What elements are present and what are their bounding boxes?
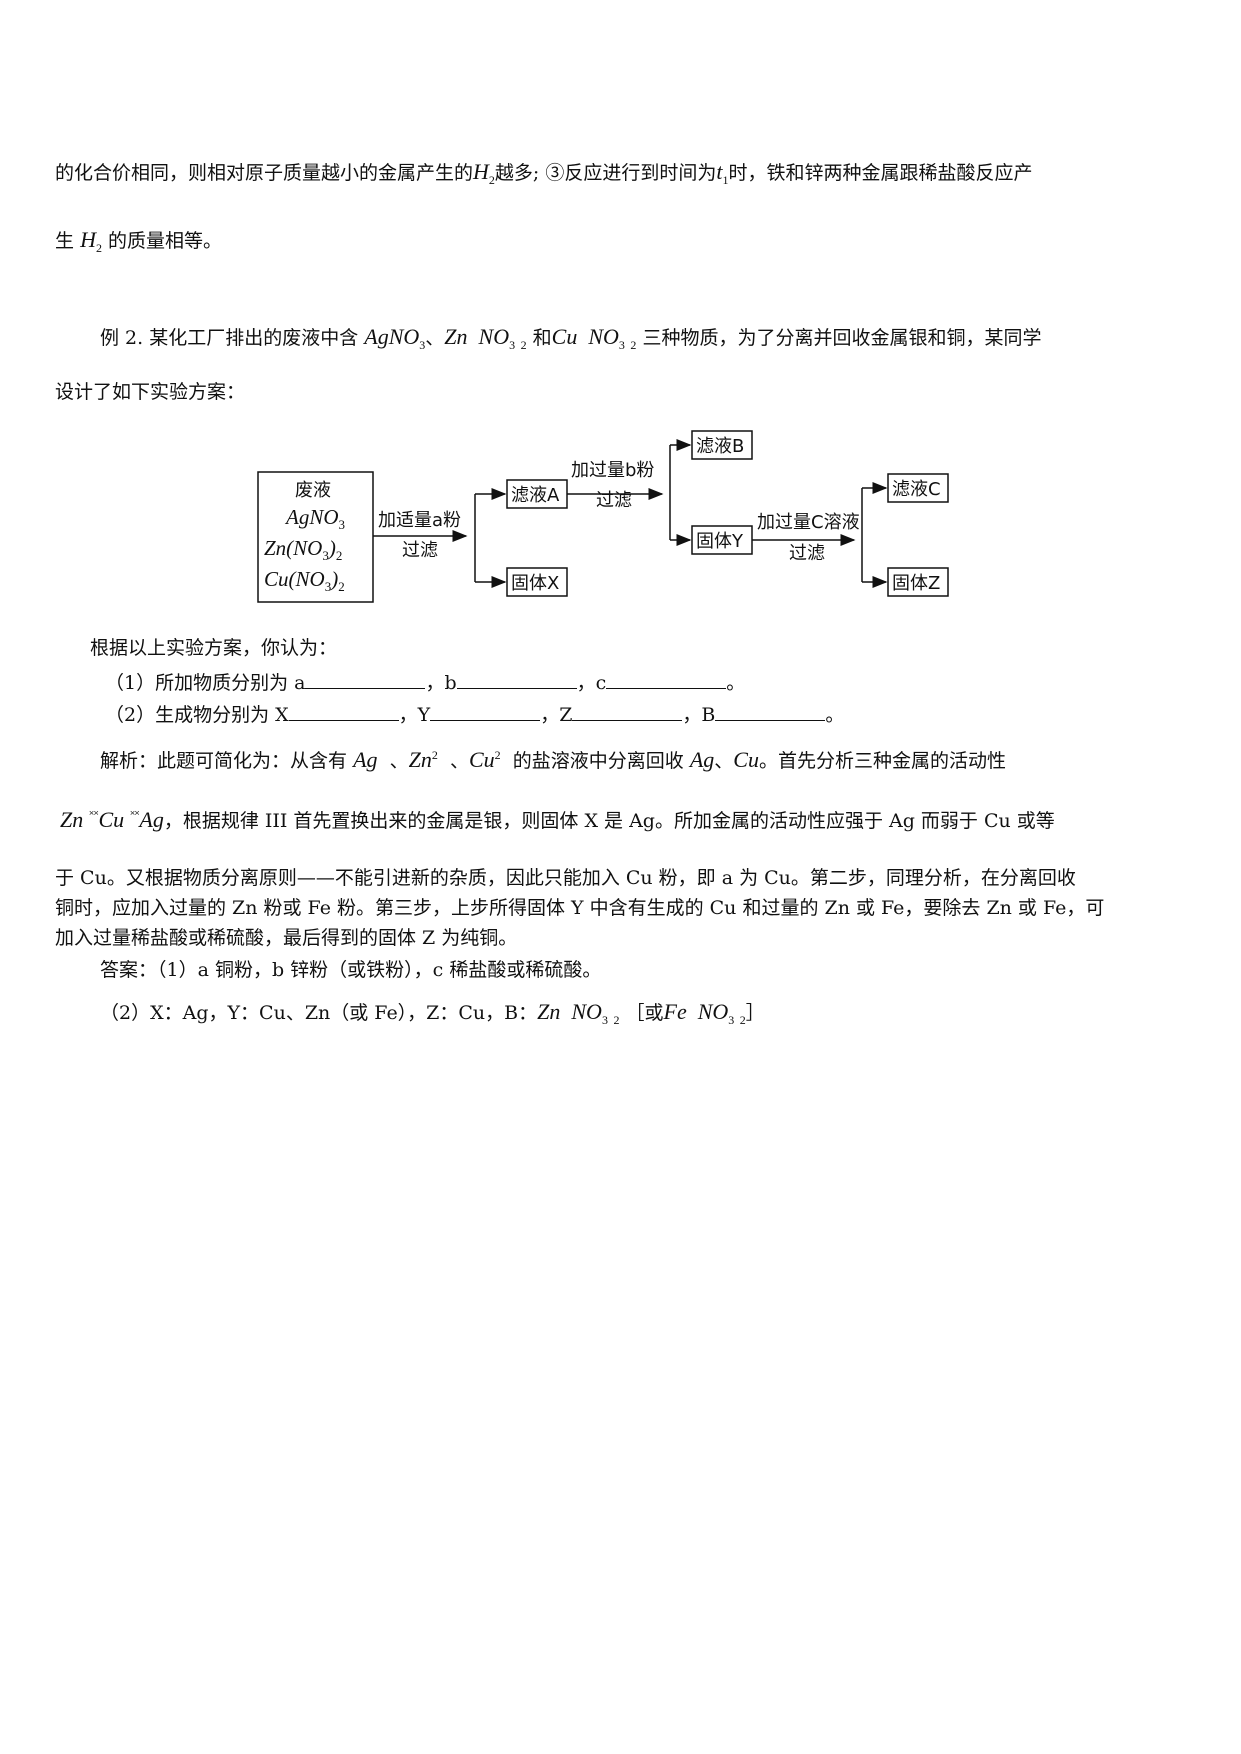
arrow3-bottom-label: 过滤 xyxy=(789,543,825,564)
text: 、 xyxy=(449,750,469,772)
text: 的质量相等。 xyxy=(108,230,223,252)
formula-zn-no3-2: Zn NO3 2 xyxy=(444,324,527,353)
symbol-ag: Ag xyxy=(353,747,378,772)
waste-label: 废液 xyxy=(295,480,331,501)
symbol-ag: Ag xyxy=(689,747,715,772)
text: ，Z xyxy=(540,704,573,726)
text: （2）X：Ag，Y：Cu、Zn（或 Fe），Z：Cu，B： xyxy=(100,1002,538,1024)
var-t1: t1 xyxy=(716,159,729,188)
text: ［或 xyxy=(625,1002,664,1024)
arrow2-top-label: 加过量b粉 xyxy=(571,460,654,481)
waste-formula-zn: Zn(NO3)2 xyxy=(264,536,342,563)
text: 解析：此题可简化为：从含有 xyxy=(100,750,348,772)
waste-formula-cu: Cu(NO3)2 xyxy=(264,567,345,594)
text: ，B xyxy=(682,704,716,726)
text: 和 xyxy=(532,327,552,349)
arrow3-top-label: 加过量C溶液 xyxy=(757,512,860,533)
answer-line2: （2）X：Ag，Y：Cu、Zn（或 Fe），Z：Cu，B：Zn NO3 2 ［或… xyxy=(100,999,765,1028)
waste-box xyxy=(257,471,374,603)
text: ］ xyxy=(745,1002,765,1024)
formula-h2: H2 xyxy=(473,159,495,188)
answer-blank-x[interactable] xyxy=(288,702,399,721)
text: ，b xyxy=(425,672,457,694)
answer-blank-b[interactable] xyxy=(456,670,577,689)
question-2: （2）生成物分别为 X ，Y ，Z ，B 。 xyxy=(105,702,844,727)
analysis-line4: 铜时，应加入过量的 Zn 粉或 Fe 粉。第三步，上步所得固体 Y 中含有生成的… xyxy=(55,897,1105,919)
para1-line2: 生 H2 的质量相等。 xyxy=(55,227,223,256)
answer-blank-z[interactable] xyxy=(572,702,683,721)
arrow1-bottom-label: 过滤 xyxy=(402,540,438,561)
text: 、 xyxy=(425,327,445,349)
text: ，c xyxy=(576,672,607,694)
solid-x-label: 固体X xyxy=(511,573,559,594)
text: 的化合价相同，则相对原子质量越小的金属产生的 xyxy=(55,162,474,184)
filtrate-a-label: 滤液A xyxy=(511,485,560,506)
example-line2: 设计了如下实验方案： xyxy=(55,381,246,403)
analysis-line5: 加入过量稀盐酸或稀硫酸，最后得到的固体 Z 为纯铜。 xyxy=(55,927,518,949)
arrow2-bottom-label: 过滤 xyxy=(596,490,632,511)
symbol-cu: Cu xyxy=(98,807,125,832)
solid-x-box xyxy=(506,567,568,597)
solid-y-label: 固体Y xyxy=(696,531,744,552)
filtrate-b-label: 滤液B xyxy=(696,436,744,457)
analysis-line1: 解析：此题可简化为：从含有 Ag 、Zn2 、Cu2 的盐溶液中分离回收 Ag、… xyxy=(100,748,1006,775)
text: （2）生成物分别为 X xyxy=(105,704,289,726)
answer-blank-c[interactable] xyxy=(606,670,727,689)
answer-blank-a[interactable] xyxy=(305,670,426,689)
para1-line1: 的化合价相同，则相对原子质量越小的金属产生的H2越多; ③反应进行到时间为t1时… xyxy=(55,159,1033,188)
solid-z-label: 固体Z xyxy=(892,573,940,594)
ion-zn: Zn2 xyxy=(408,747,438,772)
filtrate-c-box xyxy=(887,473,949,503)
analysis-line2: Zn ˟˟Cu ˟˟Ag，根据规律 III 首先置换出来的金属是银，则固体 X … xyxy=(60,808,1055,835)
text: 。首先分析三种金属的活动性 xyxy=(758,750,1006,772)
waste-formula-agno3: AgNO3 xyxy=(284,505,345,532)
question-intro: 根据以上实验方案，你认为： xyxy=(90,637,338,659)
formula-zn-no3-2: Zn NO3 2 xyxy=(537,999,620,1028)
question-1: （1）所加物质分别为 a ，b ，c 。 xyxy=(105,670,745,695)
filtrate-c-label: 滤液C xyxy=(892,479,941,500)
filtrate-b-box xyxy=(691,430,753,460)
symbol-ag: Ag xyxy=(139,807,164,832)
text: 。 xyxy=(726,672,746,694)
symbol-cu: Cu xyxy=(733,747,759,772)
example-line1: 例 2. 某化工厂排出的废液中含 AgNO3、Zn NO3 2 和Cu NO3 … xyxy=(100,324,1042,353)
greater-mark: ˟˟ xyxy=(89,808,99,822)
text: 三种物质，为了分离并回收金属银和铜，某同学 xyxy=(642,327,1042,349)
answer-line1: 答案：（1）a 铜粉，b 锌粉（或铁粉），c 稀盐酸或稀硫酸。 xyxy=(100,959,602,981)
text: 。 xyxy=(825,704,845,726)
answer-blank-b2[interactable] xyxy=(715,702,826,721)
text: 例 2. 某化工厂排出的废液中含 xyxy=(100,327,359,349)
text: ，Y xyxy=(398,704,431,726)
text: （1）所加物质分别为 a xyxy=(105,672,306,694)
answer-blank-y[interactable] xyxy=(430,702,541,721)
arrow1-top-label: 加适量a粉 xyxy=(378,510,461,531)
text: 、 xyxy=(389,750,409,772)
symbol-zn: Zn xyxy=(60,807,84,832)
ion-cu: Cu2 xyxy=(468,747,501,772)
text: ，根据规律 III 首先置换出来的金属是银，则固体 X 是 Ag。所加金属的活动… xyxy=(163,810,1055,832)
formula-cu-no3-2: Cu NO3 2 xyxy=(551,324,637,353)
text: 、 xyxy=(714,750,734,772)
text: 的盐溶液中分离回收 xyxy=(512,750,684,772)
analysis-line3: 于 Cu。又根据物质分离原则——不能引进新的杂质，因此只能加入 Cu 粉，即 a… xyxy=(55,867,1076,889)
separation-flowchart: 废液 AgNO3 Zn(NO3)2 Cu(NO3)2 加适量a粉 过滤 加过量b… xyxy=(257,430,949,603)
greater-mark: ˟˟ xyxy=(130,808,140,822)
formula-h2: H2 xyxy=(80,227,102,256)
formula-agno3: AgNO3 xyxy=(364,324,426,353)
formula-fe-no3-2: Fe NO3 2 xyxy=(663,999,746,1028)
text: 时，铁和锌两种金属跟稀盐酸反应产 xyxy=(728,162,1033,184)
solid-z-box xyxy=(887,567,949,597)
text: 生 xyxy=(55,230,75,252)
text: 越多; ③反应进行到时间为 xyxy=(494,162,717,184)
